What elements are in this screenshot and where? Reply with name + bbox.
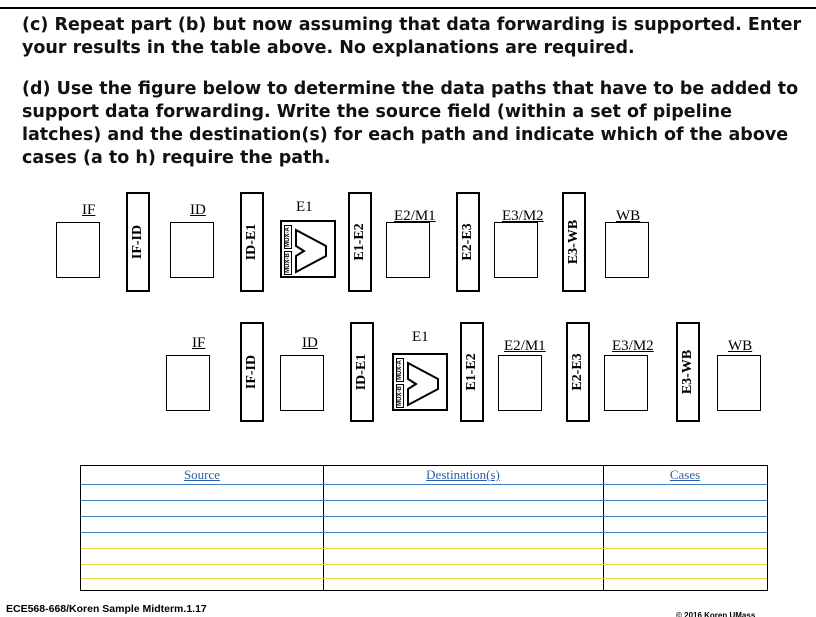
- stage-box-e2m1: [386, 222, 430, 278]
- alu-shape-icon: [407, 361, 439, 407]
- stage-box-e3m2: [494, 222, 538, 278]
- alu-shape-icon: [295, 228, 327, 274]
- mux-b: MUX-B: [284, 251, 292, 275]
- latch-e3-wb: E3-WB: [676, 322, 700, 422]
- latch-e2-e3: E2-E3: [566, 322, 590, 422]
- table-row-line: [81, 564, 767, 565]
- stage-box-wb: [717, 355, 761, 411]
- top-rule: [0, 7, 816, 9]
- stage-label-if: IF: [82, 202, 96, 218]
- alu-e1: MUX-A MUX-B: [392, 353, 448, 411]
- alu-e1: MUX-A MUX-B: [280, 220, 336, 278]
- table-divider: [603, 466, 604, 590]
- table-row-line: [81, 484, 767, 485]
- stage-label-id: ID: [190, 202, 206, 218]
- stage-box-e3m2: [604, 355, 648, 411]
- stage-box-id: [280, 355, 324, 411]
- stage-label-e3m2: E3/M2: [502, 208, 544, 224]
- table-row-line: [81, 516, 767, 517]
- footer-copyright: © 2016 Koren UMass: [676, 611, 756, 617]
- latch-e2-e3: E2-E3: [456, 192, 480, 292]
- table-divider: [323, 466, 324, 590]
- forwarding-table: Source Destination(s) Cases: [80, 465, 768, 591]
- stage-label-e3m2: E3/M2: [612, 338, 654, 354]
- part-c-text: (c) Repeat part (b) but now assuming tha…: [22, 15, 802, 58]
- latch-e3-wb: E3-WB: [562, 192, 586, 292]
- latch-if-id: IF-ID: [240, 322, 264, 422]
- footer-course-label: ECE568-668/Koren Sample Midterm.1.17: [6, 603, 207, 615]
- latch-id-e1: ID-E1: [350, 322, 374, 422]
- stage-label-id: ID: [302, 335, 318, 351]
- mux-b: MUX-B: [396, 384, 404, 408]
- latch-e1-e2: E1-E2: [348, 192, 372, 292]
- table-row-line: [81, 578, 767, 579]
- stage-box-e2m1: [498, 355, 542, 411]
- stage-box-wb: [605, 222, 649, 278]
- stage-box-id: [170, 222, 214, 278]
- table-row-line: [81, 500, 767, 501]
- mux-a: MUX-A: [284, 225, 292, 249]
- table-header-destinations: Destination(s): [426, 467, 500, 482]
- latch-if-id: IF-ID: [126, 192, 150, 292]
- table-header-source: Source: [183, 467, 221, 482]
- stage-box-if: [166, 355, 210, 411]
- table-row-line: [81, 548, 767, 549]
- stage-label-e1: E1: [412, 329, 429, 345]
- stage-box-if: [56, 222, 100, 278]
- stage-label-e2m1: E2/M1: [504, 338, 546, 354]
- latch-id-e1: ID-E1: [240, 192, 264, 292]
- mux-a: MUX-A: [396, 358, 404, 382]
- stage-label-wb: WB: [616, 208, 641, 224]
- stage-label-wb: WB: [728, 338, 753, 354]
- part-d-text: (d) Use the figure below to determine th…: [22, 79, 799, 168]
- table-header-cases: Cases: [669, 467, 701, 482]
- latch-e1-e2: E1-E2: [460, 322, 484, 422]
- stage-label-e1: E1: [296, 199, 313, 215]
- stage-label-if: IF: [192, 335, 206, 351]
- table-row-line: [81, 532, 767, 533]
- stage-label-e2m1: E2/M1: [394, 208, 436, 224]
